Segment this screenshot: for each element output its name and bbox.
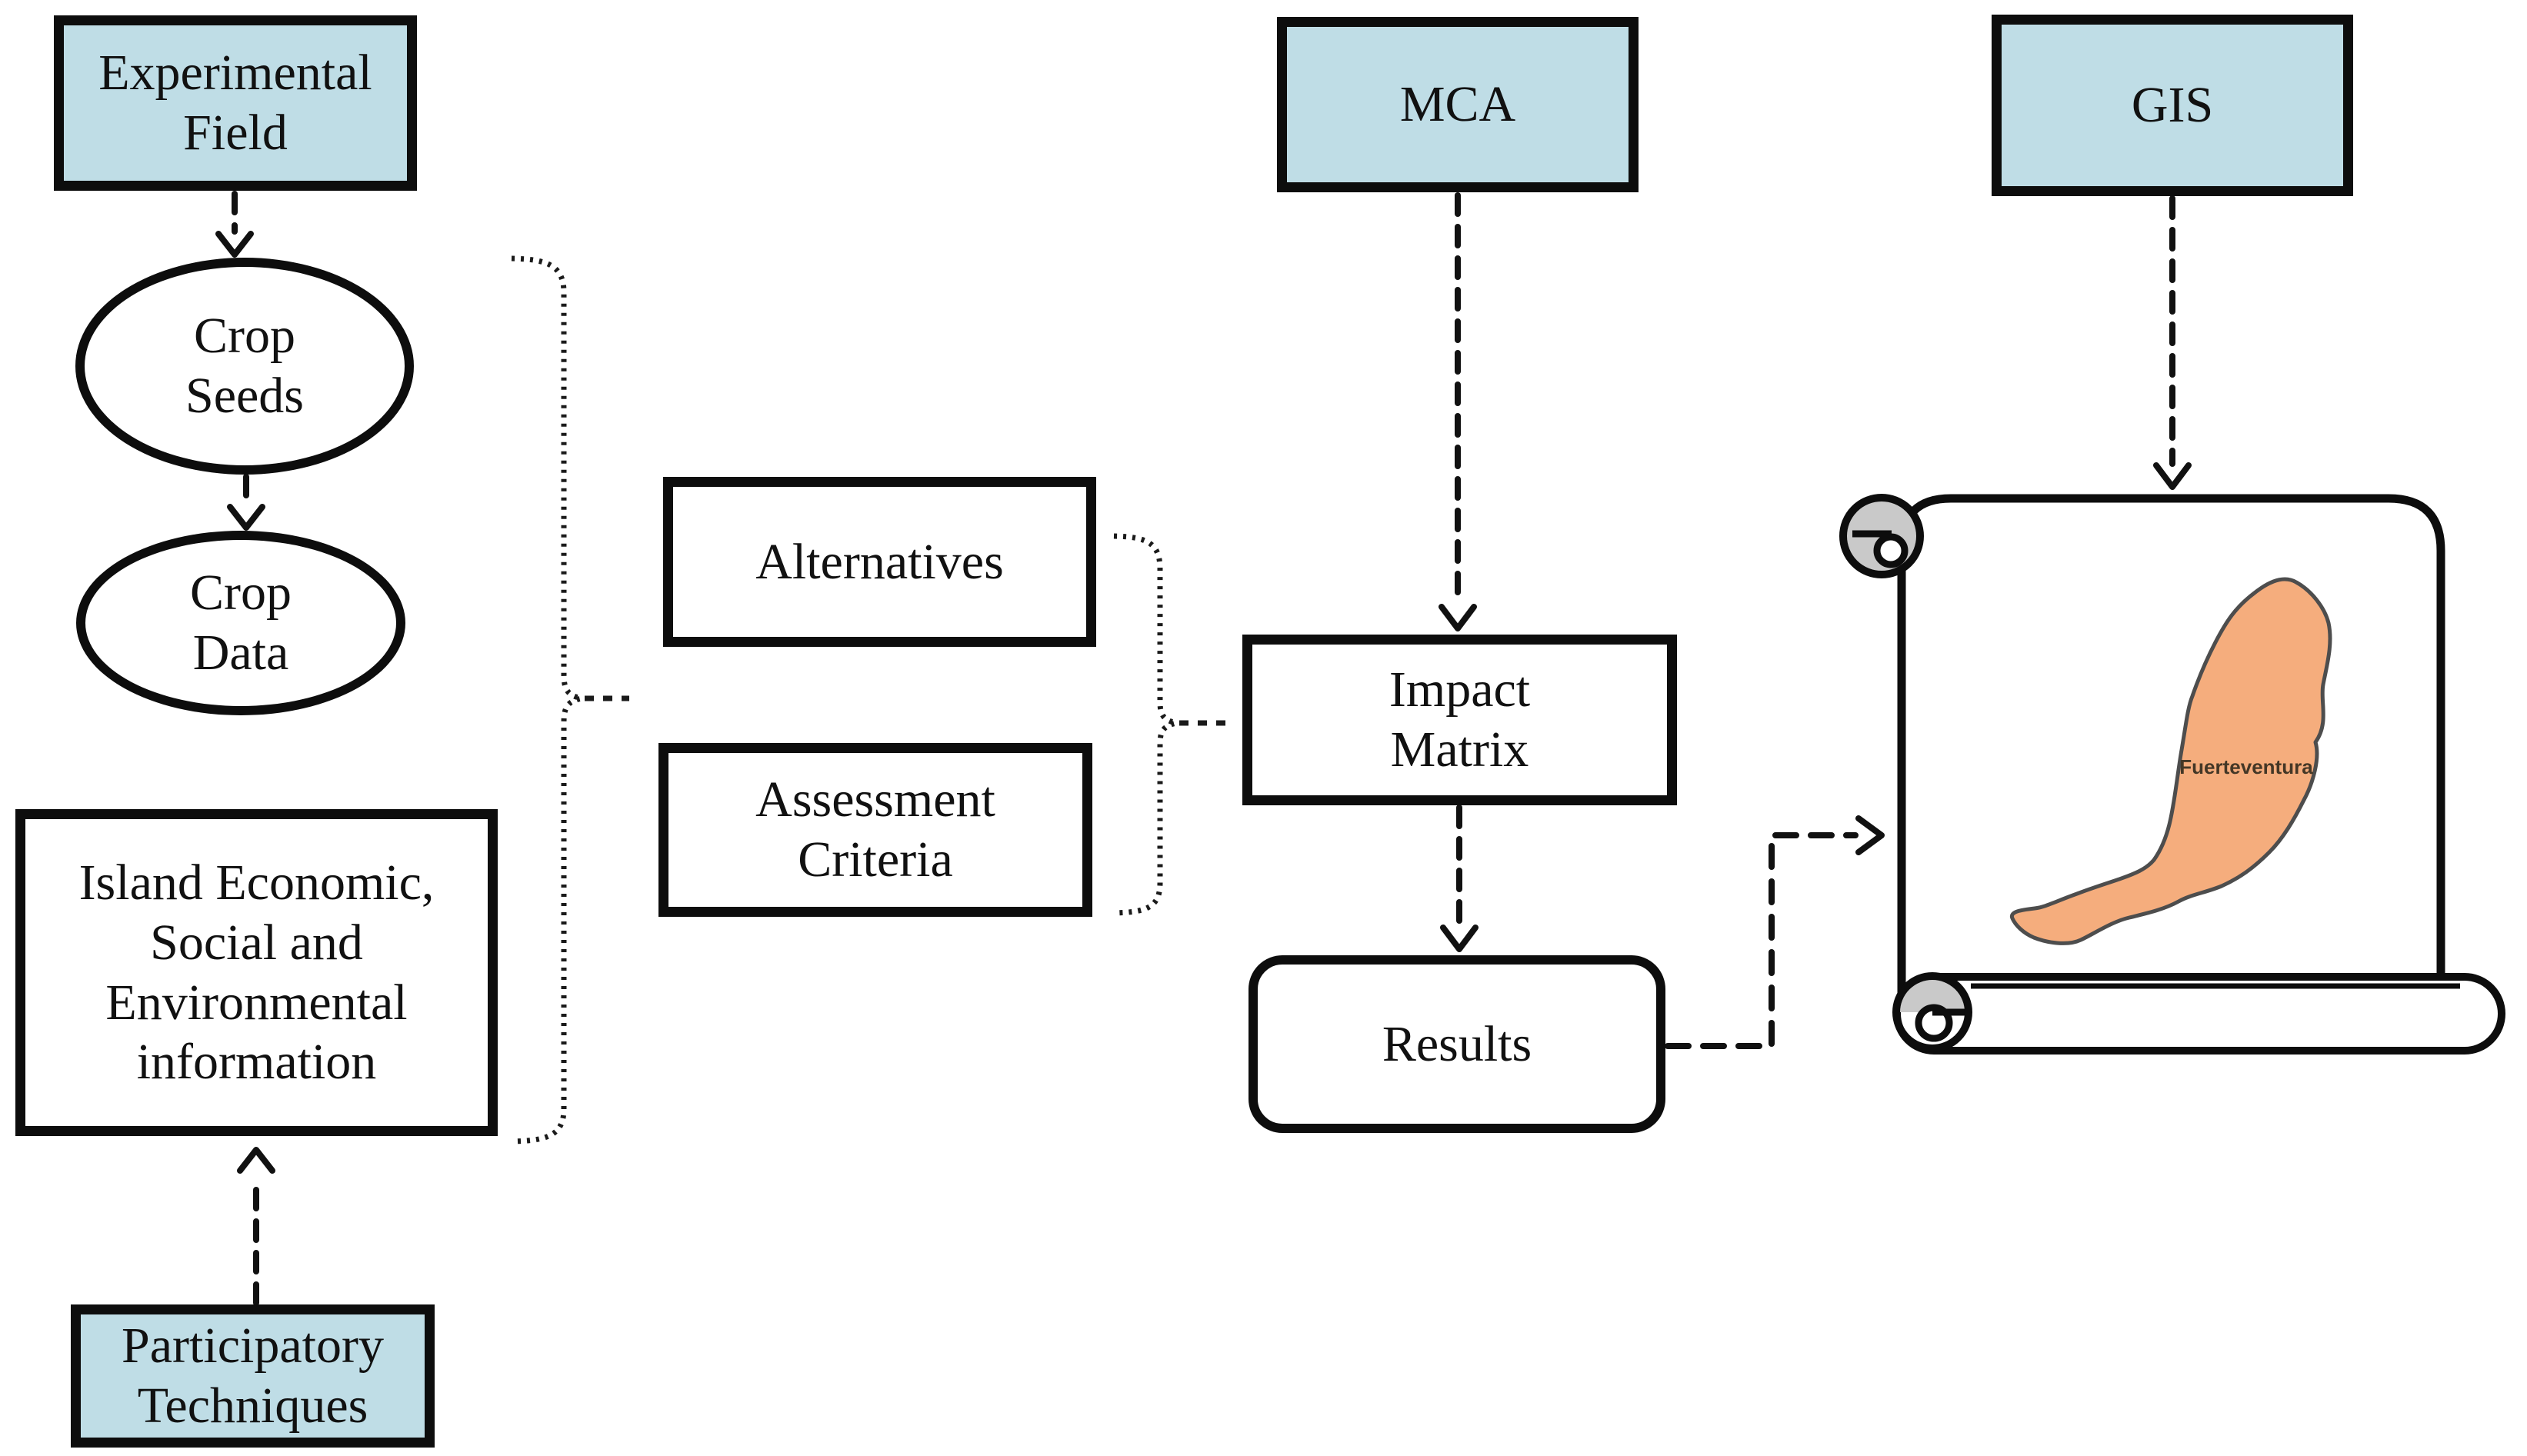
arrow-impactmatrix-to-results [1440,805,1479,952]
scroll-sheet [1897,494,2445,1005]
alternatives-label: Alternatives [755,533,1004,590]
node-crop-data: Crop Data [76,531,405,715]
scroll-bottom-curl [1892,972,1972,1052]
impact-matrix-label: Impact Matrix [1389,661,1531,778]
assessment-criteria-label: Assessment Criteria [755,771,995,888]
gis-label: GIS [2131,77,2214,134]
arrow-results-to-mapscroll [1665,815,1885,1049]
crop-seeds-label: Crop Seeds [185,308,304,424]
fuerteventura-island [2009,577,2332,945]
node-assessment-criteria: Assessment Criteria [658,743,1092,917]
node-impact-matrix: Impact Matrix [1242,635,1677,805]
node-alternatives: Alternatives [663,477,1096,647]
map-scroll [1839,494,2505,1055]
node-results: Results [1248,955,1665,1133]
arrow-participatory-to-island [237,1147,275,1306]
fuerteventura-map-label: Fuerteventura [2179,755,2313,778]
node-island-information: Island Economic, Social and Environmenta… [15,809,498,1136]
participatory-techniques-label: Participatory Techniques [122,1318,384,1434]
arrow-mca-to-impactmatrix [1439,192,1477,631]
mca-label: MCA [1399,76,1516,133]
scroll-top-curl [1839,494,1924,578]
brace-left-inputs [511,255,629,1144]
node-crop-seeds: Crop Seeds [75,258,414,475]
crop-data-label: Crop Data [190,565,292,681]
island-information-label: Island Economic, Social and Environmenta… [78,854,435,1091]
node-participatory-techniques: Participatory Techniques [71,1304,435,1448]
experimental-field-label: Experimental Field [98,45,372,161]
arrow-gis-to-mapscroll [2153,195,2192,490]
arrow-expfield-to-cropseeds [215,191,254,258]
brace-right-inputs [1113,533,1228,916]
node-mca: MCA [1277,17,1639,192]
results-label: Results [1382,1015,1532,1072]
node-experimental-field: Experimental Field [54,15,417,191]
node-gis: GIS [1992,15,2353,196]
arrow-cropseeds-to-cropdata [227,474,265,531]
